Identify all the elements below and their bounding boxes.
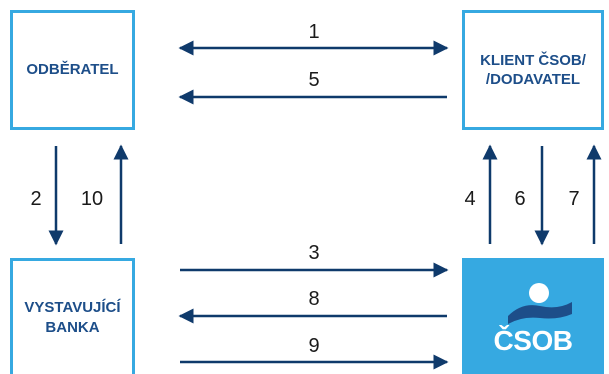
arrow-1-label: 1: [308, 21, 319, 43]
arrow-2-label: 2: [30, 188, 41, 210]
odberatel-label: ODBĚRATEL: [26, 61, 119, 79]
csob-logo-text: ČSOB: [494, 324, 573, 356]
klient-dodavatel-box: KLIENT ČSOB/ /DODAVATEL: [462, 10, 604, 130]
arrow-10-label: 10: [81, 188, 103, 210]
vystavujici-banka-label: VYSTAVUJÍCÍ BANKA: [24, 299, 121, 336]
vystavujici-banka-box: VYSTAVUJÍCÍ BANKA: [10, 258, 135, 374]
arrow-6-label: 6: [514, 188, 525, 210]
arrow-7-label: 7: [568, 188, 579, 210]
arrow-8-label: 8: [308, 288, 319, 310]
arrow-4-label: 4: [464, 188, 475, 210]
csob-logo-box: ČSOB: [462, 258, 604, 374]
arrow-5-label: 5: [308, 69, 319, 91]
arrow-9-label: 9: [308, 335, 319, 357]
csob-logo-icon: ČSOB: [494, 283, 573, 356]
arrow-3-label: 3: [308, 242, 319, 264]
odberatel-box: ODBĚRATEL: [10, 10, 135, 130]
klient-dodavatel-label: KLIENT ČSOB/ /DODAVATEL: [480, 51, 586, 89]
